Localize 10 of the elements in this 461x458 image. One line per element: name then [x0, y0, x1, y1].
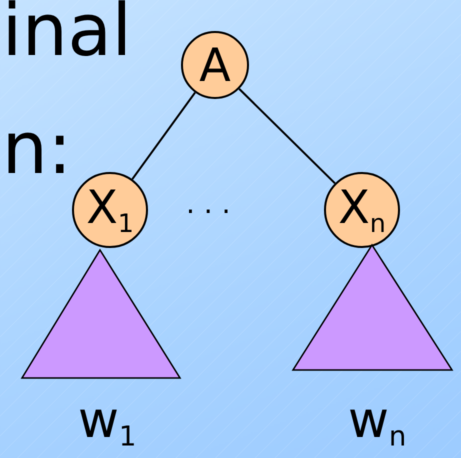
connector-line: [238, 88, 336, 184]
string-label: w$_{n}$: [348, 395, 406, 451]
node-label: A: [199, 42, 231, 88]
heading-fragment: n:: [2, 112, 72, 184]
heading-fragment: inal: [2, 0, 132, 66]
node-label: X$_{n}$: [338, 184, 386, 236]
string-label: w$_{1}$: [78, 395, 136, 451]
connector-line: [131, 92, 196, 180]
ellipsis-dots: · · ·: [186, 198, 231, 226]
node-label: X$_{1}$: [86, 184, 134, 236]
